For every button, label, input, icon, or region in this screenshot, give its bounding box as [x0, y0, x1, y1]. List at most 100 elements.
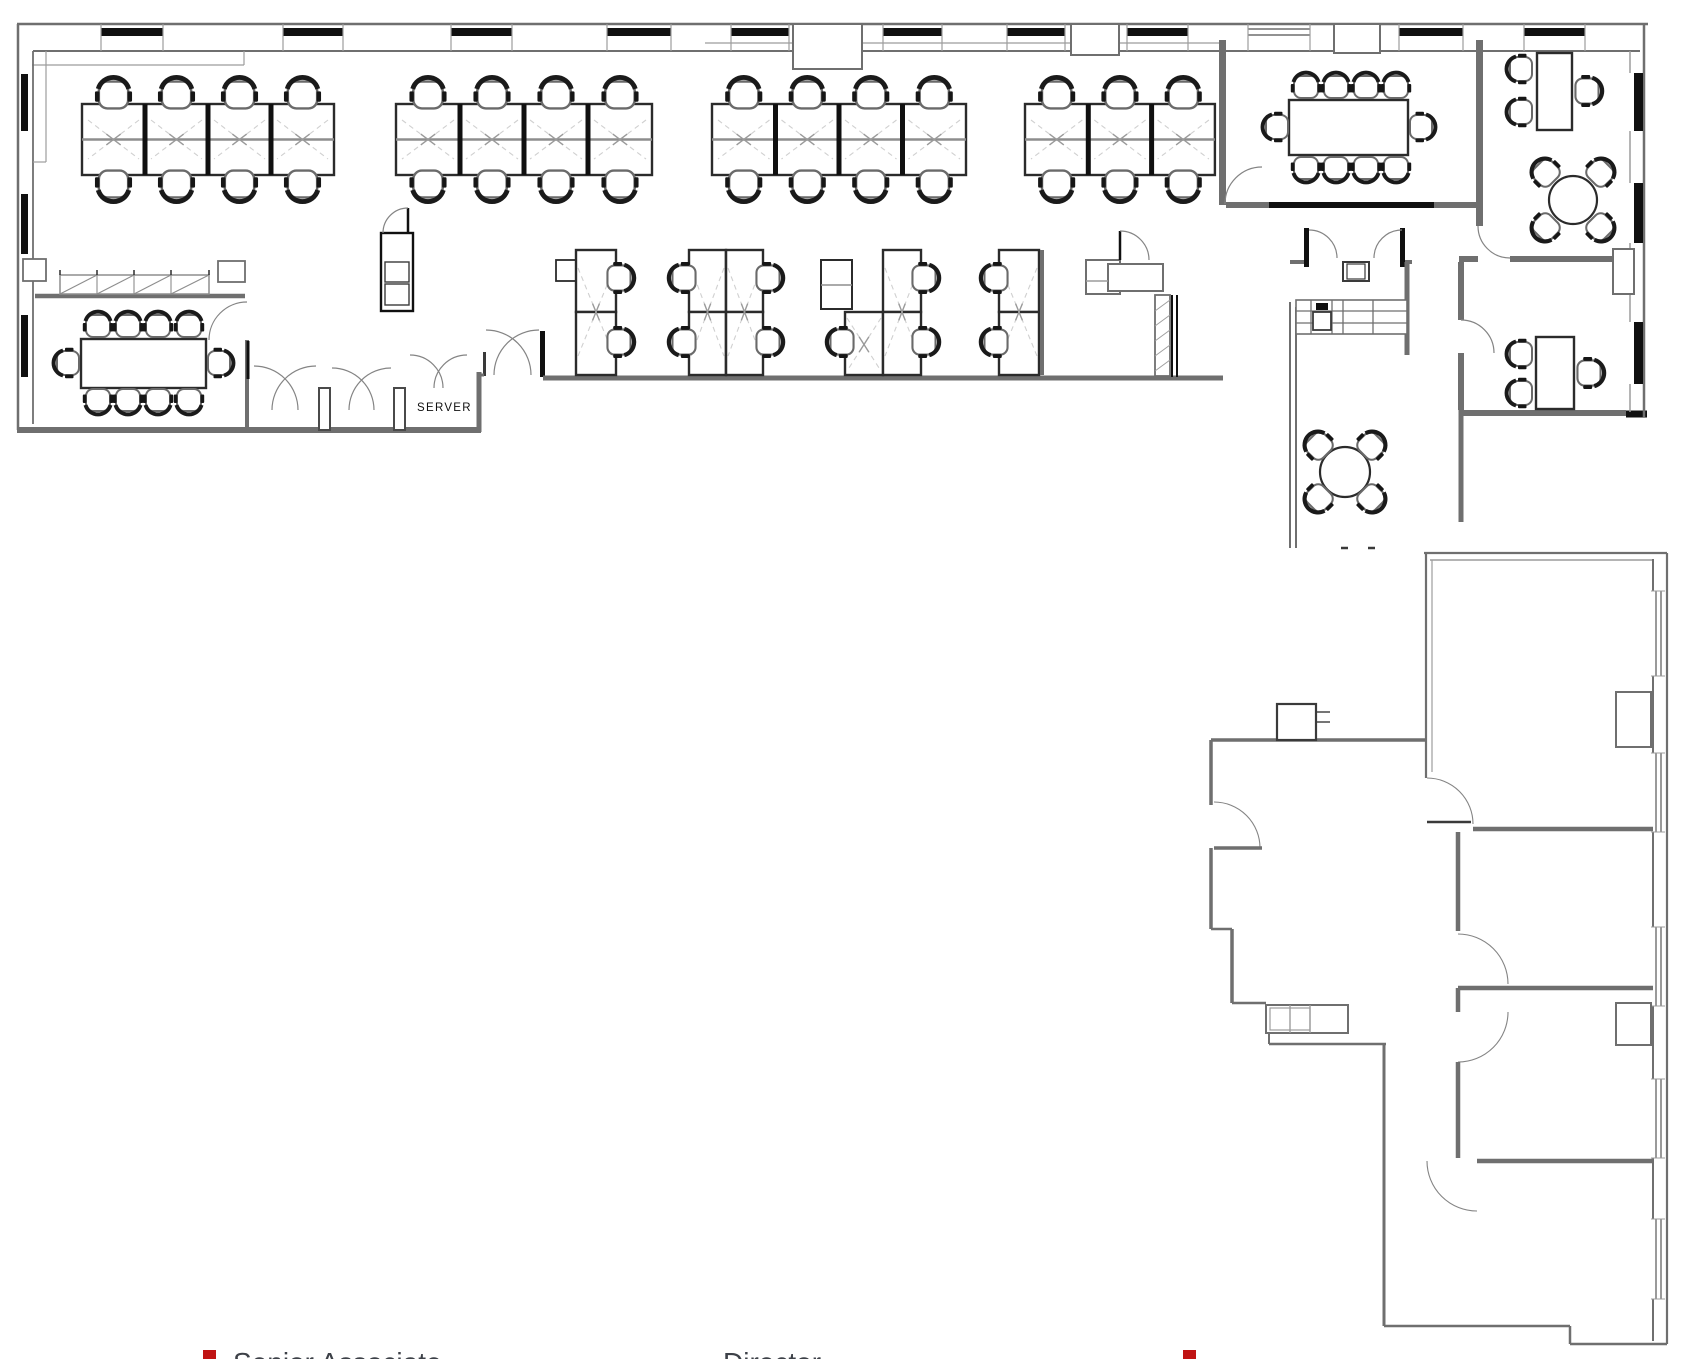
desk-chair: [916, 171, 953, 202]
wall-stub: [318, 387, 331, 431]
desk-chair: [1101, 77, 1138, 108]
window: [731, 28, 789, 36]
window: [1634, 73, 1643, 131]
conference-chair: [110, 387, 146, 417]
cable-cross: [717, 119, 770, 160]
cable-cross: [1030, 119, 1083, 160]
storage-diagonal: [59, 274, 98, 295]
desk-chair: [1575, 75, 1602, 107]
main-door-arc: [485, 329, 532, 376]
desk-chair: [1165, 171, 1202, 202]
copy-counter: [1107, 263, 1164, 292]
conference-chair: [51, 345, 81, 381]
window: [1399, 28, 1463, 36]
window: [21, 194, 28, 254]
conference-table-2: [1287, 98, 1410, 157]
cable-cross: [1157, 119, 1210, 160]
desk-chair: [912, 326, 939, 358]
desk-chair: [1038, 171, 1075, 202]
suite-door-arc: [1213, 801, 1261, 849]
cable-cross: [1000, 267, 1038, 357]
desk-chair: [409, 171, 446, 202]
window: [1127, 28, 1188, 36]
window: [883, 28, 942, 36]
sink-basin: [1312, 311, 1332, 331]
conference-chair: [1288, 155, 1324, 185]
suite-door-arc: [1457, 933, 1509, 985]
storage-diagonal: [133, 274, 172, 295]
conference-chair: [171, 387, 207, 417]
entry-door-arc: [253, 365, 299, 411]
server-door-arc: [433, 354, 468, 389]
conference-chair: [1318, 155, 1354, 185]
desk-chair: [95, 171, 132, 202]
cable-cross: [577, 267, 615, 357]
cable-cross: [213, 119, 266, 160]
suite-door-arc: [1426, 1160, 1478, 1212]
pantry-door-arc: [1373, 229, 1403, 259]
suite-door-arc: [1426, 777, 1474, 825]
conference-chair: [140, 309, 176, 339]
desk-chair: [981, 326, 1008, 358]
conference-chair: [110, 309, 146, 339]
column: [1615, 1002, 1652, 1046]
closet: [379, 231, 415, 313]
conference2-door-arc: [1224, 166, 1263, 205]
storage-diagonal: [96, 274, 135, 295]
desk-chair: [601, 77, 638, 108]
sink-faucet: [1316, 303, 1328, 310]
guest-chair: [1504, 336, 1534, 372]
office1-desk: [1535, 51, 1574, 132]
window: [1634, 322, 1643, 384]
window: [607, 28, 671, 36]
sink-unit-inner: [1346, 263, 1366, 280]
cable-cross: [276, 119, 329, 160]
desk-chair: [789, 77, 826, 108]
conference-chair: [1260, 109, 1290, 145]
desk-chair: [725, 171, 762, 202]
wall-stub: [393, 387, 406, 431]
closet-door-arc: [382, 207, 409, 234]
desk-chair: [912, 262, 939, 294]
column: [792, 23, 863, 70]
cable-cross: [593, 119, 647, 160]
closet-shelf: [384, 283, 410, 306]
desk-chair: [607, 262, 634, 294]
desk-chair: [916, 77, 953, 108]
cable-cross: [844, 119, 897, 160]
desk-chair: [725, 77, 762, 108]
closet-shelf: [384, 261, 410, 283]
legend-label: Senior Associate: [233, 1347, 442, 1359]
door-jamb: [1304, 228, 1309, 267]
window: [101, 28, 163, 36]
desk-chair: [756, 326, 783, 358]
desk-chair: [852, 171, 889, 202]
guest-chair: [1504, 375, 1534, 411]
column: [1333, 23, 1381, 54]
desk-chair: [827, 326, 854, 358]
desk-chair: [158, 77, 195, 108]
legend-swatch-red: [203, 1350, 216, 1359]
desk-chair: [1577, 357, 1604, 389]
window: [1007, 28, 1065, 36]
desk-chair: [669, 326, 696, 358]
conference-chair: [1378, 70, 1414, 100]
desk-chair: [537, 171, 574, 202]
desk-chair: [1165, 77, 1202, 108]
electrical-panel: [1275, 702, 1318, 742]
cable-cross: [87, 119, 140, 160]
desk-chair: [1101, 171, 1138, 202]
cable-cross: [529, 119, 583, 160]
window: [21, 315, 28, 377]
door-arc-conference-left: [208, 301, 248, 341]
legend-swatch-red: [1183, 1350, 1196, 1359]
desk-chair: [221, 77, 258, 108]
legend-item-3: [1183, 1347, 1213, 1359]
entry-door-arc: [271, 365, 317, 411]
entry-door-arc: [348, 367, 392, 411]
cabinet-hatch: [1154, 299, 1171, 312]
column: [217, 260, 246, 283]
wall-office1-west: [1476, 40, 1483, 226]
column: [1612, 248, 1635, 295]
